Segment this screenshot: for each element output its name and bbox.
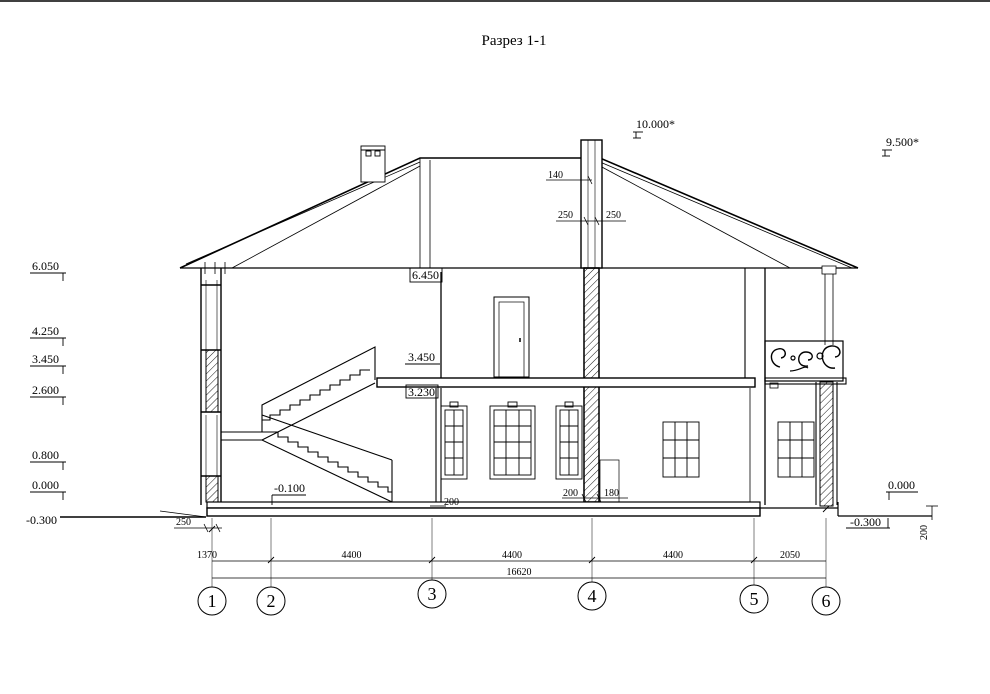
base-dimension-lines: [174, 493, 628, 533]
drawing-title: Разрез 1-1: [482, 33, 547, 49]
axis-5: 5: [739, 518, 769, 614]
balcony-railing: [764, 340, 847, 389]
walls: [200, 265, 838, 507]
dimension-chain: 1370 4400 4400 4400 2050 16620: [197, 550, 826, 579]
roof: [179, 157, 859, 274]
wall-dim-180: 180: [604, 488, 619, 499]
inner-level-marks: [271, 267, 443, 505]
ground: [60, 505, 938, 520]
span-dim-3: 4400: [502, 550, 522, 561]
axis-4: 4: [577, 518, 607, 611]
axis-label-4: 4: [588, 586, 597, 606]
axis-label-1: 1: [208, 591, 217, 611]
span-dim-5: 2050: [780, 550, 800, 561]
axis-label-5: 5: [750, 589, 759, 609]
axis-bubble-4: [577, 581, 607, 611]
axis-tick-6: [822, 505, 830, 513]
axis-1: 1: [197, 518, 227, 616]
right-mark-0000: 0.000: [888, 478, 915, 492]
staircase: [221, 346, 393, 503]
axis-3: 3: [417, 518, 447, 609]
right-level-marks: [846, 491, 918, 529]
axis-bubble-1: [197, 586, 227, 616]
window-left: [440, 401, 468, 480]
level-0800: 0.800: [32, 448, 59, 462]
mark-stair-minus-0100: -0.100: [274, 481, 305, 495]
base-dim-250: 250: [176, 517, 191, 528]
chimney-dimension-lines: [546, 175, 626, 226]
level-0000: 0.000: [32, 478, 59, 492]
axis-tick-3: [428, 556, 436, 564]
ridge-mark: 10.000*: [636, 117, 675, 131]
axis-label-2: 2: [267, 591, 276, 611]
chimney-dim-250-left: 250: [558, 210, 573, 221]
span-dim-4: 4400: [663, 550, 683, 561]
roof-right-mark: 9.500*: [886, 135, 919, 149]
chimney-vent: [360, 145, 386, 183]
mark-6450: 6.450: [412, 268, 439, 282]
window-near-chimney: [555, 401, 620, 503]
span-dim-1: 1370: [197, 550, 217, 561]
axis-2: 2: [256, 518, 286, 616]
level-4250: 4.250: [32, 324, 59, 338]
total-dim: 16620: [507, 567, 532, 578]
axis-bubble-6: [811, 586, 841, 616]
axis-tick-4: [588, 556, 596, 564]
level-minus-0300: -0.300: [26, 513, 57, 527]
chimney-dim-250-right: 250: [606, 210, 621, 221]
door-2nd-floor: [493, 296, 530, 378]
span-dim-2: 4400: [342, 550, 362, 561]
plinth-dim-200: 200: [919, 525, 930, 540]
grid-axes: 1 2 3 4 5 6: [197, 505, 841, 616]
chimney-dim-140: 140: [548, 170, 563, 181]
left-level-marks: [30, 272, 66, 500]
wall-dim-200-a: 200: [444, 497, 459, 508]
main-chimney: [580, 139, 603, 503]
axis-bubble-5: [739, 584, 769, 614]
axis-tick-1: [208, 525, 216, 533]
window-veranda: [777, 421, 815, 478]
axis-6: 6: [811, 505, 841, 616]
axis-bubble-2: [256, 586, 286, 616]
mark-3230: 3.230: [408, 385, 435, 399]
mark-3450: 3.450: [408, 350, 435, 364]
right-mark-minus-0300: -0.300: [850, 515, 881, 529]
level-2600: 2.600: [32, 383, 59, 397]
window-right-room: [662, 421, 700, 478]
roof-level-marks: [633, 131, 892, 157]
axis-label-6: 6: [822, 591, 831, 611]
axis-label-3: 3: [428, 584, 437, 604]
axis-bubble-3: [417, 579, 447, 609]
level-6050: 6.050: [32, 259, 59, 273]
level-3450: 3.450: [32, 352, 59, 366]
window-center: [489, 401, 536, 480]
wall-dim-200-b: 200: [563, 488, 578, 499]
axis-tick-2: [267, 556, 275, 564]
axis-tick-5: [750, 556, 758, 564]
floor-slabs: [206, 377, 839, 517]
